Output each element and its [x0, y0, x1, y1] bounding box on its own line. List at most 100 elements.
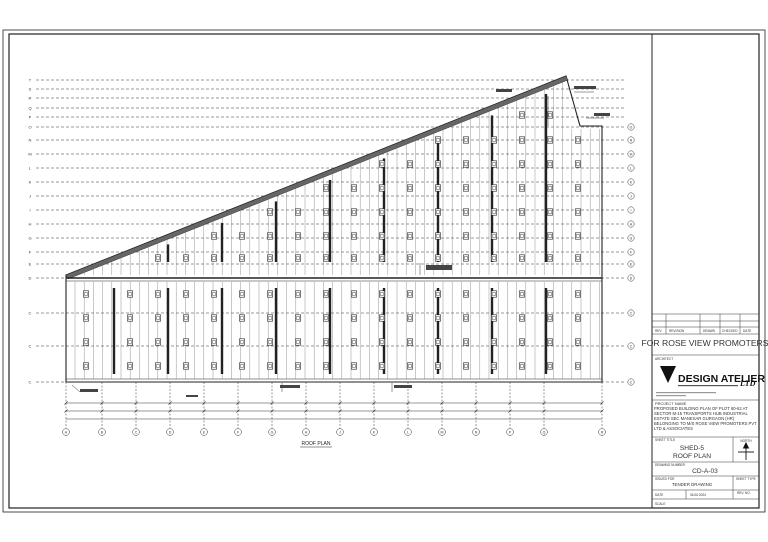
dimension-tick — [440, 409, 444, 413]
architect-logo: DESIGN ATELIER LTD — [656, 366, 765, 397]
skylight — [463, 290, 469, 298]
gutter-bar — [328, 179, 332, 262]
skylight — [155, 314, 161, 322]
grid-col-label: P — [509, 430, 512, 434]
dimension-tick — [134, 409, 138, 413]
skylight — [463, 338, 469, 346]
skylight — [267, 314, 273, 322]
grid-row-label-right: M — [630, 152, 633, 156]
checked-header: CHECKED — [722, 329, 738, 333]
dimension-strings — [66, 402, 602, 420]
skylight — [547, 184, 553, 192]
dimension-tick — [600, 409, 604, 413]
skylight — [211, 290, 217, 298]
skylight — [379, 184, 385, 192]
skylight — [239, 254, 245, 262]
skylight — [491, 208, 497, 216]
skylight — [463, 362, 469, 370]
skylight — [351, 208, 357, 216]
grid-col-label: J — [339, 430, 341, 434]
skylight — [379, 232, 385, 240]
grid-row-bubble — [627, 309, 635, 317]
rev-no-label: REV. NO. — [737, 491, 751, 495]
grid-col-bubble — [404, 428, 412, 436]
skylight — [463, 314, 469, 322]
skylight — [463, 232, 469, 240]
grid-row-label-left: E — [29, 262, 32, 267]
skylight — [407, 314, 413, 322]
skylight — [295, 314, 301, 322]
skylight — [127, 290, 133, 298]
north-label: NORTH — [740, 439, 752, 443]
dimension-tick — [100, 409, 104, 413]
skylight — [155, 362, 161, 370]
grid-row-label-right: C — [630, 344, 633, 348]
skylight — [155, 254, 161, 262]
grid-col-bubble — [234, 428, 242, 436]
grid-col-bubble — [166, 428, 174, 436]
grid-col-bubble — [98, 428, 106, 436]
skylight — [519, 160, 525, 168]
grid-col-label: R — [601, 430, 604, 434]
skylight — [463, 160, 469, 168]
dimension-tick — [270, 401, 274, 405]
grid-row-bubble — [627, 206, 635, 214]
grid-col-label: M — [441, 430, 444, 434]
skylight — [267, 208, 273, 216]
skylight — [323, 338, 329, 346]
project-name-box: PROPOSED BUILDING PLAN OF PLOT 60-62 AT … — [654, 406, 757, 432]
grid-row-label-left: J — [29, 194, 31, 199]
dimension-tick — [64, 409, 68, 413]
skylight — [547, 362, 553, 370]
grid-row-label-left: D — [29, 276, 32, 281]
skylight — [83, 314, 89, 322]
dimension-tick — [474, 409, 478, 413]
grid-col-label: H — [305, 430, 308, 434]
grid-col-label: C — [135, 430, 138, 434]
skylight — [491, 362, 497, 370]
skylight — [267, 254, 273, 262]
skylight — [379, 208, 385, 216]
skylight — [463, 136, 469, 144]
skylight — [435, 338, 441, 346]
skylight — [435, 208, 441, 216]
dimension-tick — [202, 409, 206, 413]
grid-row-bubble — [627, 164, 635, 172]
grid-col-bubble — [506, 428, 514, 436]
skylight — [407, 362, 413, 370]
outer-border — [2, 29, 766, 513]
skylight — [575, 254, 581, 262]
dimension-tick — [64, 401, 68, 405]
skylight — [239, 338, 245, 346]
gutter-bar — [274, 201, 278, 262]
skylight — [183, 254, 189, 262]
dimension-tick — [304, 409, 308, 413]
skylight — [267, 232, 273, 240]
project-name: PROPOSED BUILDING PLAN OF PLOT 60-62 AT … — [654, 406, 757, 432]
grid-row-bubble — [627, 178, 635, 186]
grid-row-label-left: T — [29, 78, 32, 83]
skylight — [323, 290, 329, 298]
grid-col-label: N — [475, 430, 478, 434]
skylight — [575, 232, 581, 240]
grid-row-label-right: I — [631, 208, 632, 212]
skylight — [547, 338, 553, 346]
skylight — [547, 254, 553, 262]
grid-col-bubble — [540, 428, 548, 436]
grid-col-bubble — [132, 428, 140, 436]
grid-row-bubble — [627, 274, 635, 282]
skylight — [519, 136, 525, 144]
dimension-tick — [202, 401, 206, 405]
skylight — [519, 314, 525, 322]
skylight — [323, 314, 329, 322]
skylight — [183, 338, 189, 346]
sheet-title-line-1: SHED-5 — [680, 445, 705, 452]
dimension-tick — [600, 401, 604, 405]
dimension-tick — [542, 409, 546, 413]
grid-row-label-left: C — [29, 344, 32, 349]
skylight — [491, 136, 497, 144]
skylight — [239, 314, 245, 322]
skylight — [83, 290, 89, 298]
